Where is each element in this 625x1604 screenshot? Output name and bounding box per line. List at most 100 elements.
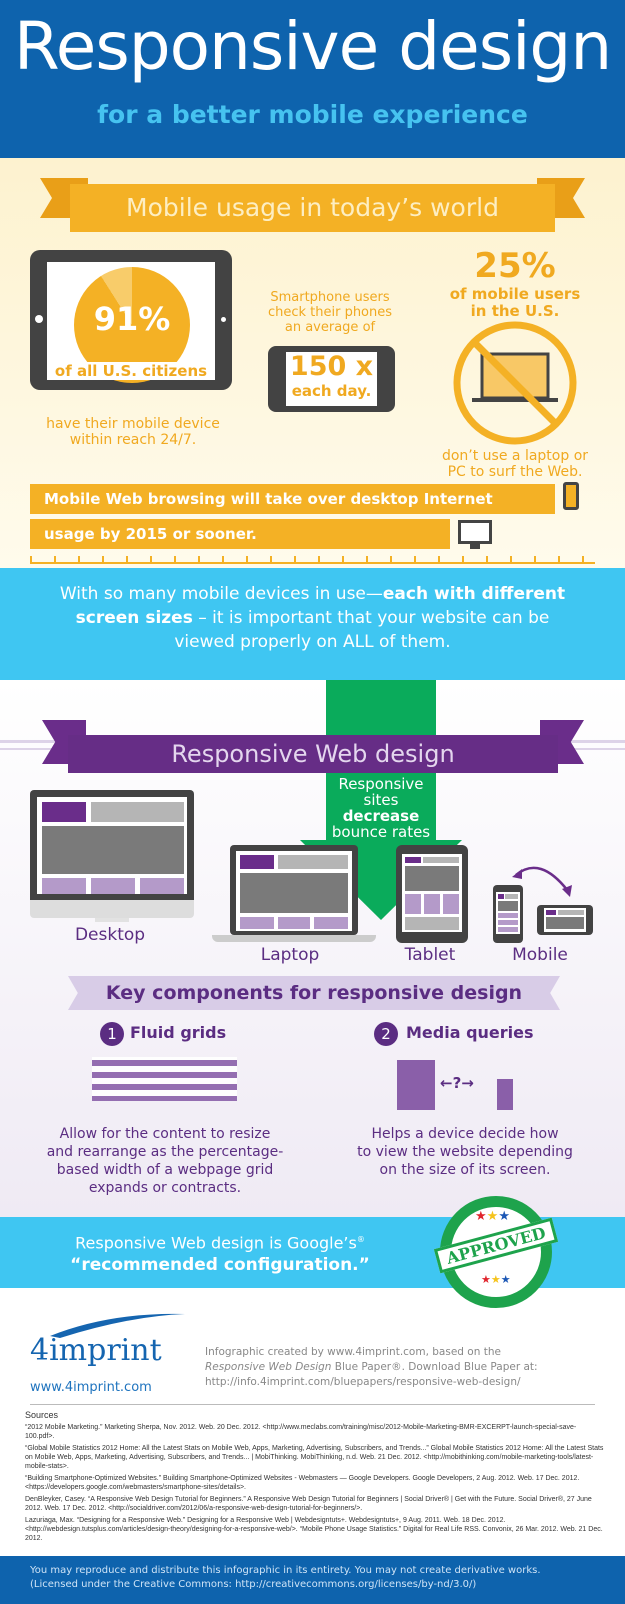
tablet-icon: 91% of all U.S. citizens [30,250,232,390]
callout-section: With so many mobile devices in use—each … [0,568,625,680]
arrow-line: decrease [342,807,420,825]
desc-line: Helps a device decide how [371,1126,559,1142]
phone-icon: 150 x each day. [268,346,395,412]
source-item: Lazuriaga, Max. “Designing for a Respons… [25,1517,603,1542]
timeline-ruler [30,556,595,564]
fluid-grids-desc: Allow for the content to resize and rear… [20,1125,310,1197]
license-line: (Licensed under the Creative Commons: ht… [30,1579,477,1590]
page-subtitle: for a better mobile experience [97,100,528,129]
arrow-line: Responsive [338,775,424,793]
stat1-caption-line: within reach 24/7. [69,432,197,448]
stat3-label-line: of mobile users [449,285,581,303]
progress-bar-desktop: usage by 2015 or sooner. [30,519,450,549]
arrow-line: bounce rates [331,823,431,841]
callout-text: viewed properly on ALL of them. [174,632,451,652]
stat2-line: check their phones [267,305,393,320]
device-label-tablet: Tablet [404,945,456,965]
stat2-label: each day. [291,382,372,400]
arrow-line: sites [363,791,399,809]
fluid-grids-title: Fluid grids [130,1023,227,1042]
media-queries-title: Media queries [406,1023,534,1042]
callout-text: With so many mobile devices in use— [59,584,383,604]
source-item: “Building Smartphone-Optimized Websites.… [25,1475,580,1491]
stat2-intro: Smartphone users check their phones an a… [250,290,410,335]
mobile-usage-section: Mobile usage in today’s world 91% of all… [0,158,625,568]
stat1-label: of all U.S. citizens [47,362,215,380]
fluid-grid-icon [92,1057,237,1101]
stat2-value: 150 x [289,351,374,382]
stat3-label: of mobile users in the U.S. [430,286,600,320]
stat1-caption: have their mobile device within reach 24… [20,416,246,448]
google-line-bold: “recommended configuration.” [70,1255,370,1276]
rwd-banner: Responsive Web design [68,735,558,773]
registered-mark: ® [356,1235,365,1244]
device-label-desktop: Desktop [74,925,146,945]
arrow-text: Responsive sites decrease bounce rates [316,776,446,840]
desc-line: based width of a webpage grid [56,1162,274,1178]
star-icon: ★★★ [481,1273,511,1286]
star-icon: ★★★ [475,1209,510,1224]
small-screen-icon [497,1079,513,1110]
desc-line: to view the website depending [357,1144,573,1160]
monitor-icon [458,520,492,544]
approved-seal: APPROVED ★★★ ★★★ [433,1196,559,1308]
google-text: Responsive Web design is Google’s® “reco… [40,1229,400,1276]
mobile-portrait-icon [493,885,523,943]
credits-text: Infographic created by www.4imprint.com,… [205,1345,538,1390]
stat3-label-line: in the U.S. [470,302,560,320]
callout-text: – it is important that your website can … [192,608,550,628]
tablet-device-icon [396,845,468,943]
number-badge: 2 [374,1022,398,1046]
callout-bold: each with different [382,584,566,604]
laptop-icon [230,845,358,935]
license-line: You may reproduce and distribute this in… [30,1565,541,1576]
desktop-icon [30,790,194,900]
license-footer: You may reproduce and distribute this in… [0,1556,625,1604]
stat2-line: Smartphone users [270,290,390,305]
logo-text: 4imprint [30,1334,190,1368]
divider [30,1404,595,1405]
stat3-caption: don’t use a laptop or PC to surf the Web… [430,448,600,480]
credits-line: Blue Paper®. Download Blue Paper at: [331,1361,538,1373]
approved-text: APPROVED [433,1217,559,1274]
desc-line: expands or contracts. [88,1180,242,1196]
credits-line: Infographic created by www.4imprint.com,… [205,1346,501,1358]
rwd-section: Responsive Web design Responsive sites d… [0,680,625,1217]
stat3-caption-line: PC to surf the Web. [447,464,583,480]
google-line: Responsive Web design is Google’s [75,1233,357,1253]
callout-bold: screen sizes [75,608,193,628]
source-item: “Global Mobile Statistics 2012 Home: All… [25,1445,604,1470]
source-item: DenBleyker, Casey. “A Responsive Web Des… [25,1496,592,1512]
credits-link[interactable]: http://info.4imprint.com/bluepapers/resp… [205,1376,521,1388]
stat1-caption-line: have their mobile device [46,416,220,432]
device-label-laptop: Laptop [260,945,320,965]
key-components-banner: Key components for responsive design [68,976,560,1010]
usage-banner: Mobile usage in today’s world [70,184,555,232]
stat3-value: 25% [474,246,556,286]
logo: 4imprint [30,1312,190,1368]
rotate-arrow-icon [512,866,572,897]
phone-icon [563,482,579,510]
stat2-line: an average of [284,320,376,335]
stat3-caption-line: don’t use a laptop or [441,448,589,464]
desc-line: Allow for the content to resize [59,1126,271,1142]
mobile-landscape-icon [537,905,593,935]
credits-italic: Responsive Web Design [205,1361,332,1373]
source-item: “2012 Mobile Marketing.” Marketing Sherp… [25,1424,577,1440]
sources: Sources “2012 Mobile Marketing.” Marketi… [25,1410,605,1546]
logo-wordmark: 4imprint [30,1333,162,1368]
website-link[interactable]: www.4imprint.com [30,1380,152,1395]
desc-line: on the size of its screen. [379,1162,551,1178]
device-label-mobile: Mobile [512,945,568,965]
progress-bar-mobile: Mobile Web browsing will take over deskt… [30,484,555,514]
desc-line: and rearrange as the percentage- [46,1144,284,1160]
page-title: Responsive design [13,8,612,85]
stat-91: 91% [93,300,171,338]
media-queries-desc: Helps a device decide how to view the we… [320,1125,610,1179]
media-query-symbol: ←?→ [440,1074,474,1092]
number-badge: 1 [100,1022,124,1046]
logo-swoosh [50,1313,185,1338]
sources-heading: Sources [25,1410,59,1420]
no-laptop-icon [453,321,577,445]
large-screen-icon [397,1060,435,1110]
